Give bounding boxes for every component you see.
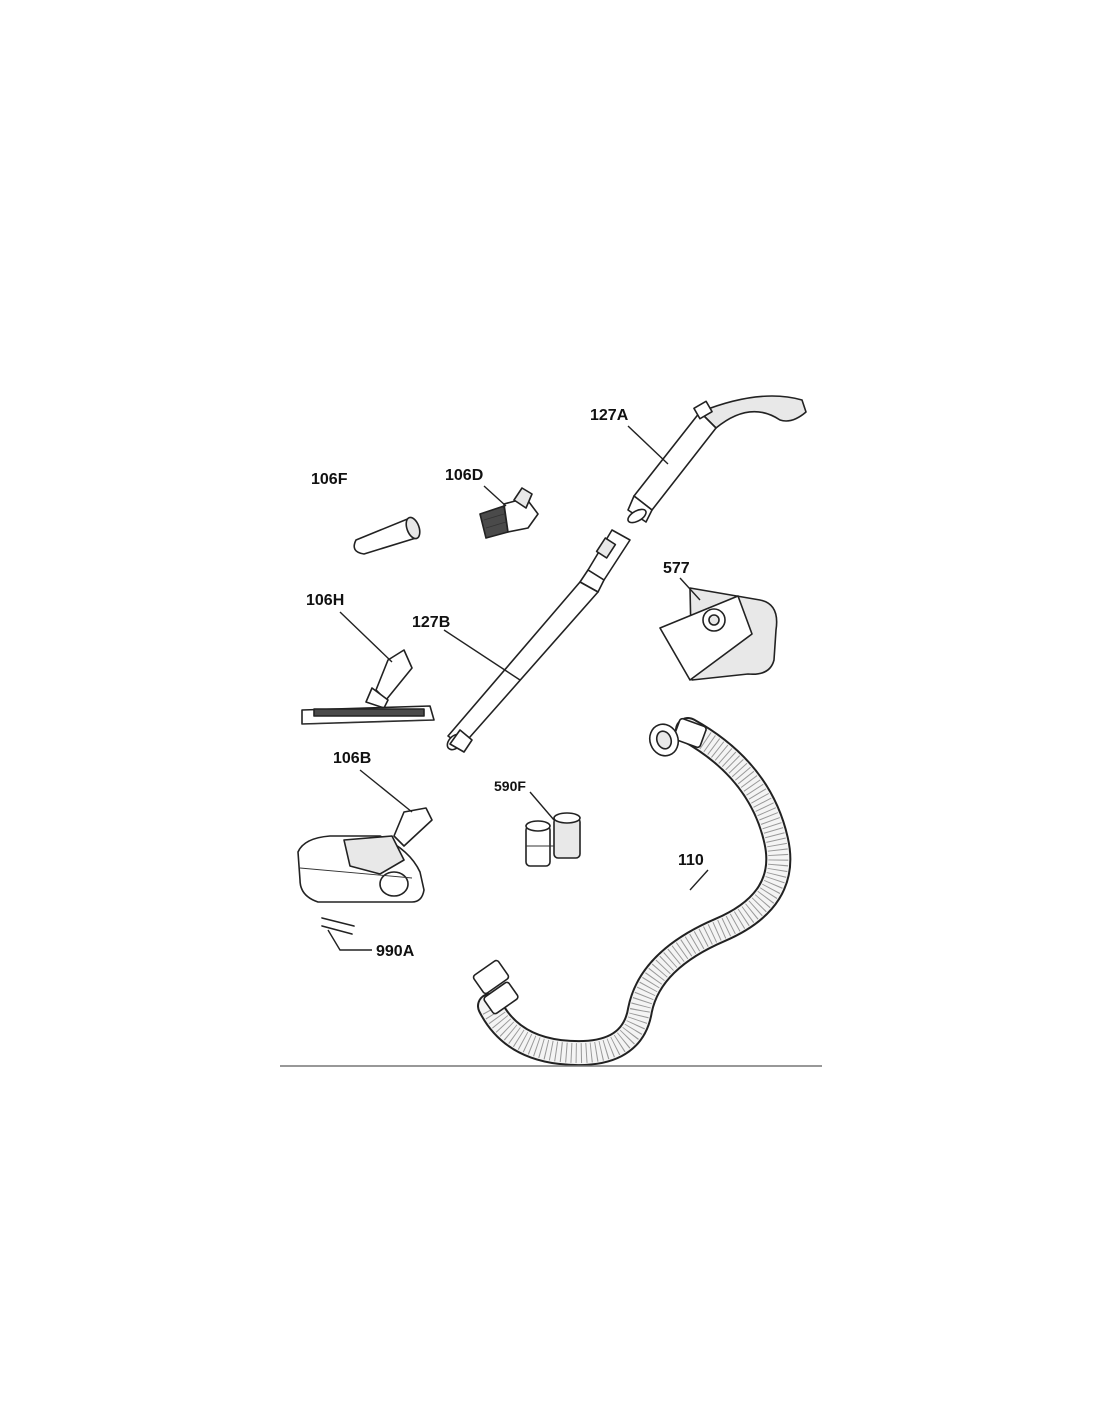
label-110: 110	[678, 852, 704, 869]
label-106D: 106D	[445, 467, 483, 484]
label-106B: 106B	[333, 750, 371, 767]
part-106H-parquet-nozzle	[301, 649, 435, 725]
part-110-suction-hose	[472, 717, 792, 1066]
part-106D-dusting-brush	[479, 487, 539, 539]
part-127A-handle-tube	[627, 395, 807, 524]
leader-lines	[327, 425, 709, 951]
part-127B-telescopic-tube	[446, 529, 631, 753]
label-127A: 127A	[590, 407, 629, 424]
label-590F: 590F	[494, 778, 526, 794]
part-106F-crevice-nozzle	[353, 516, 421, 555]
label-106F: 106F	[311, 471, 348, 488]
label-106H: 106H	[306, 592, 344, 609]
part-590F-accessory-clip	[525, 812, 581, 867]
label-127B: 127B	[412, 614, 450, 631]
part-labels: 127A 106F 106D 577 106H 127B 106B 590F 1…	[306, 407, 704, 960]
label-990A: 990A	[376, 943, 415, 960]
part-106B-floor-nozzle	[297, 807, 433, 903]
label-577: 577	[663, 560, 690, 577]
part-577-dust-bag	[659, 587, 778, 681]
part-990A-nozzle-strips	[321, 917, 355, 935]
